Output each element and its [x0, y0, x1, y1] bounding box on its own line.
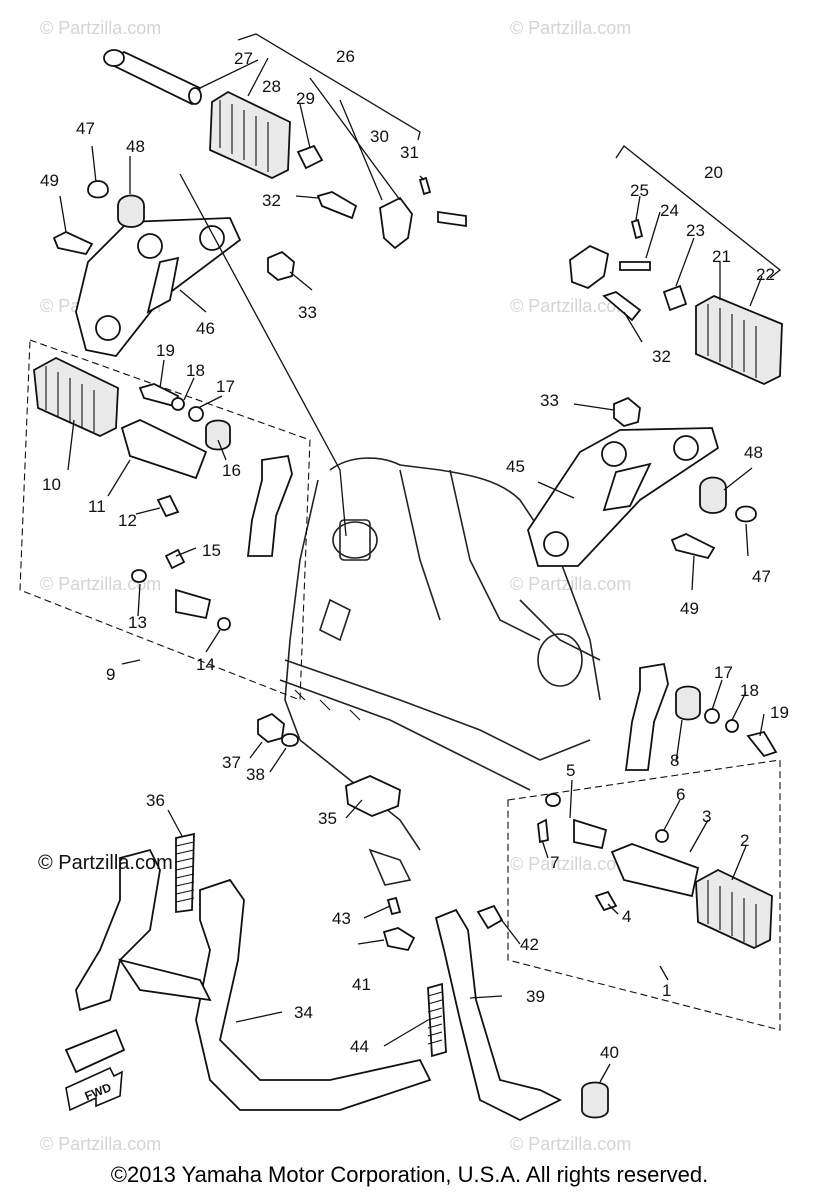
callout-48-right: 48: [744, 443, 763, 462]
callout-12: 12: [118, 511, 137, 530]
callout-28: 28: [262, 77, 281, 96]
callout-30: 30: [370, 127, 389, 146]
watermark-group: © Partzilla.com © Partzilla.com © Partzi…: [40, 18, 631, 1154]
watermark: © Partzilla.com: [510, 296, 631, 316]
passenger-footrest-right: [527, 218, 783, 567]
watermark: © Partzilla.com: [40, 1134, 161, 1154]
callout-34: 34: [294, 1003, 313, 1022]
watermark: © Partzilla.com: [510, 18, 631, 38]
callout-21: 21: [712, 247, 731, 266]
callout-7: 7: [550, 853, 559, 872]
rider-footrest-right: [507, 662, 781, 1031]
callout-5: 5: [566, 761, 575, 780]
rider-footrest-left: [19, 339, 311, 701]
watermark: © Partzilla.com: [510, 1134, 631, 1154]
callout-23: 23: [686, 221, 705, 240]
callout-39: 39: [526, 987, 545, 1006]
callout-18: 18: [186, 361, 205, 380]
callout-33: 33: [298, 303, 317, 322]
partzilla-brand-mark: © Partzilla.com: [38, 852, 173, 874]
callout-20: 20: [704, 163, 723, 182]
callout-17: 17: [216, 377, 235, 396]
callout-19: 19: [156, 341, 175, 360]
callout-4: 4: [622, 907, 631, 926]
fwd-arrow-icon: FWD: [65, 1066, 123, 1112]
callout-26: 26: [336, 47, 355, 66]
callout-42: 42: [520, 935, 539, 954]
callout-25: 25: [630, 181, 649, 200]
watermark: © Partzilla.com: [510, 854, 631, 874]
callout-47: 47: [76, 119, 95, 138]
callout-15: 15: [202, 541, 221, 560]
callout-32-right: 32: [652, 347, 671, 366]
callout-10: 10: [42, 475, 61, 494]
callout-33-right: 33: [540, 391, 559, 410]
callout-17-right: 17: [714, 663, 733, 682]
callout-44: 44: [350, 1037, 369, 1056]
callout-group: 1 2 3 4 5 6 7 8 9 10 11 12 13 14 15 16 1…: [40, 47, 789, 1062]
callout-13: 13: [128, 613, 147, 632]
callout-49-right: 49: [680, 599, 699, 618]
passenger-footrest-left: [52, 49, 467, 357]
callout-1: 1: [662, 981, 671, 1000]
frame-hardware: [257, 712, 401, 817]
callout-2: 2: [740, 831, 749, 850]
watermark: © Partzilla.com: [510, 574, 631, 594]
callout-43: 43: [332, 909, 351, 928]
callout-22: 22: [756, 265, 775, 284]
callout-35: 35: [318, 809, 337, 828]
callout-3: 3: [702, 807, 711, 826]
callout-14: 14: [196, 655, 215, 674]
callout-24: 24: [660, 201, 679, 220]
callout-48: 48: [126, 137, 145, 156]
callout-32: 32: [262, 191, 281, 210]
callout-19-right: 19: [770, 703, 789, 722]
center-stand: [64, 832, 432, 1111]
callout-38: 38: [246, 765, 265, 784]
callout-29: 29: [296, 89, 315, 108]
callout-27: 27: [234, 49, 253, 68]
side-stand: [382, 896, 609, 1122]
callout-11: 11: [88, 497, 106, 516]
callout-40: 40: [600, 1043, 619, 1062]
callout-18-right: 18: [740, 681, 759, 700]
callout-36: 36: [146, 791, 165, 810]
callout-46: 46: [196, 319, 215, 338]
callout-41: 41: [352, 975, 371, 994]
watermark: © Partzilla.com: [40, 18, 161, 38]
watermark: © Partzilla.com: [40, 574, 161, 594]
callout-6: 6: [676, 785, 685, 804]
motorcycle-frame: [279, 457, 601, 886]
callout-16: 16: [222, 461, 241, 480]
callout-47-right: 47: [752, 567, 771, 586]
callout-31: 31: [400, 143, 419, 162]
callout-37: 37: [222, 753, 241, 772]
callout-8: 8: [670, 751, 679, 770]
callout-49: 49: [40, 171, 59, 190]
copyright-footer: ©2013 Yamaha Motor Corporation, U.S.A. A…: [110, 1162, 709, 1187]
callout-45: 45: [506, 457, 525, 476]
callout-9: 9: [106, 665, 115, 684]
leader-lines: [59, 33, 782, 1083]
